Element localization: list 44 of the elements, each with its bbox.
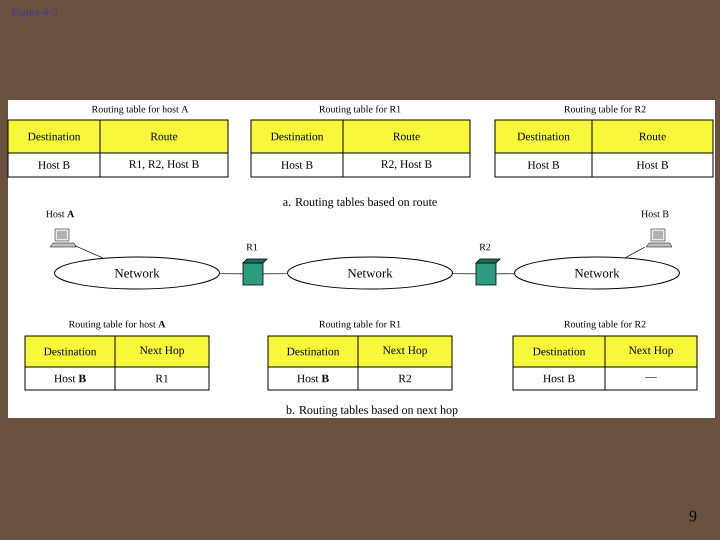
- table-cell: Host B: [250, 152, 344, 178]
- table-header-cell: Next Hop: [114, 336, 210, 368]
- table-cell: R1: [114, 366, 210, 390]
- connector-line: [452, 273, 476, 274]
- table-cell: Host B: [268, 366, 358, 390]
- table-header-cell: Next Hop: [604, 336, 698, 368]
- page-number: 9: [690, 510, 696, 522]
- slide-title: Figure 4-3: [12, 8, 58, 18]
- connector-line: [220, 273, 243, 274]
- table-title: Routing table for host A: [68, 320, 166, 330]
- host-label: Host A: [46, 210, 74, 218]
- table-header-cell: Destination: [494, 120, 592, 154]
- table-cell: Host B: [8, 152, 100, 178]
- router-label: R2: [479, 244, 490, 250]
- connector-line: [263, 273, 288, 274]
- table-cell: Host B: [494, 152, 592, 178]
- table-header-cell: Destination: [8, 120, 100, 154]
- table-cell: Host B: [592, 152, 714, 178]
- connector-line: [625, 246, 646, 258]
- table-cell: R2, Host B: [342, 152, 470, 178]
- table-cell: R2: [358, 366, 452, 390]
- router-label: R1: [246, 244, 258, 250]
- table-header-cell: Route: [592, 120, 714, 154]
- table-cell: Host B: [512, 366, 606, 390]
- table-title: Routing table for R1: [319, 320, 401, 330]
- connector-line: [74, 245, 104, 258]
- caption: b. Routing tables based on next hop: [286, 406, 458, 416]
- table-header-cell: Route: [100, 120, 228, 154]
- table-header-cell: Route: [342, 120, 470, 154]
- table-cell: —: [604, 366, 698, 390]
- host-label: Host B: [641, 210, 668, 218]
- table-title: Routing table for R1: [319, 105, 401, 115]
- table-title: Routing table for host A: [92, 105, 188, 115]
- table-header-cell: Destination: [250, 120, 344, 154]
- table-header-cell: Destination: [512, 336, 606, 368]
- table-title: Routing table for R2: [564, 105, 646, 115]
- table-title: Routing table for R2: [564, 320, 646, 330]
- table-header-cell: Destination: [268, 336, 358, 368]
- table-cell: Host B: [24, 366, 116, 390]
- connector-line: [496, 273, 514, 274]
- table-header-cell: Next Hop: [358, 336, 452, 368]
- table-header-cell: Destination: [24, 336, 116, 368]
- table-cell: R1, R2, Host B: [100, 152, 228, 178]
- caption: a. Routing tables based on route: [283, 198, 437, 208]
